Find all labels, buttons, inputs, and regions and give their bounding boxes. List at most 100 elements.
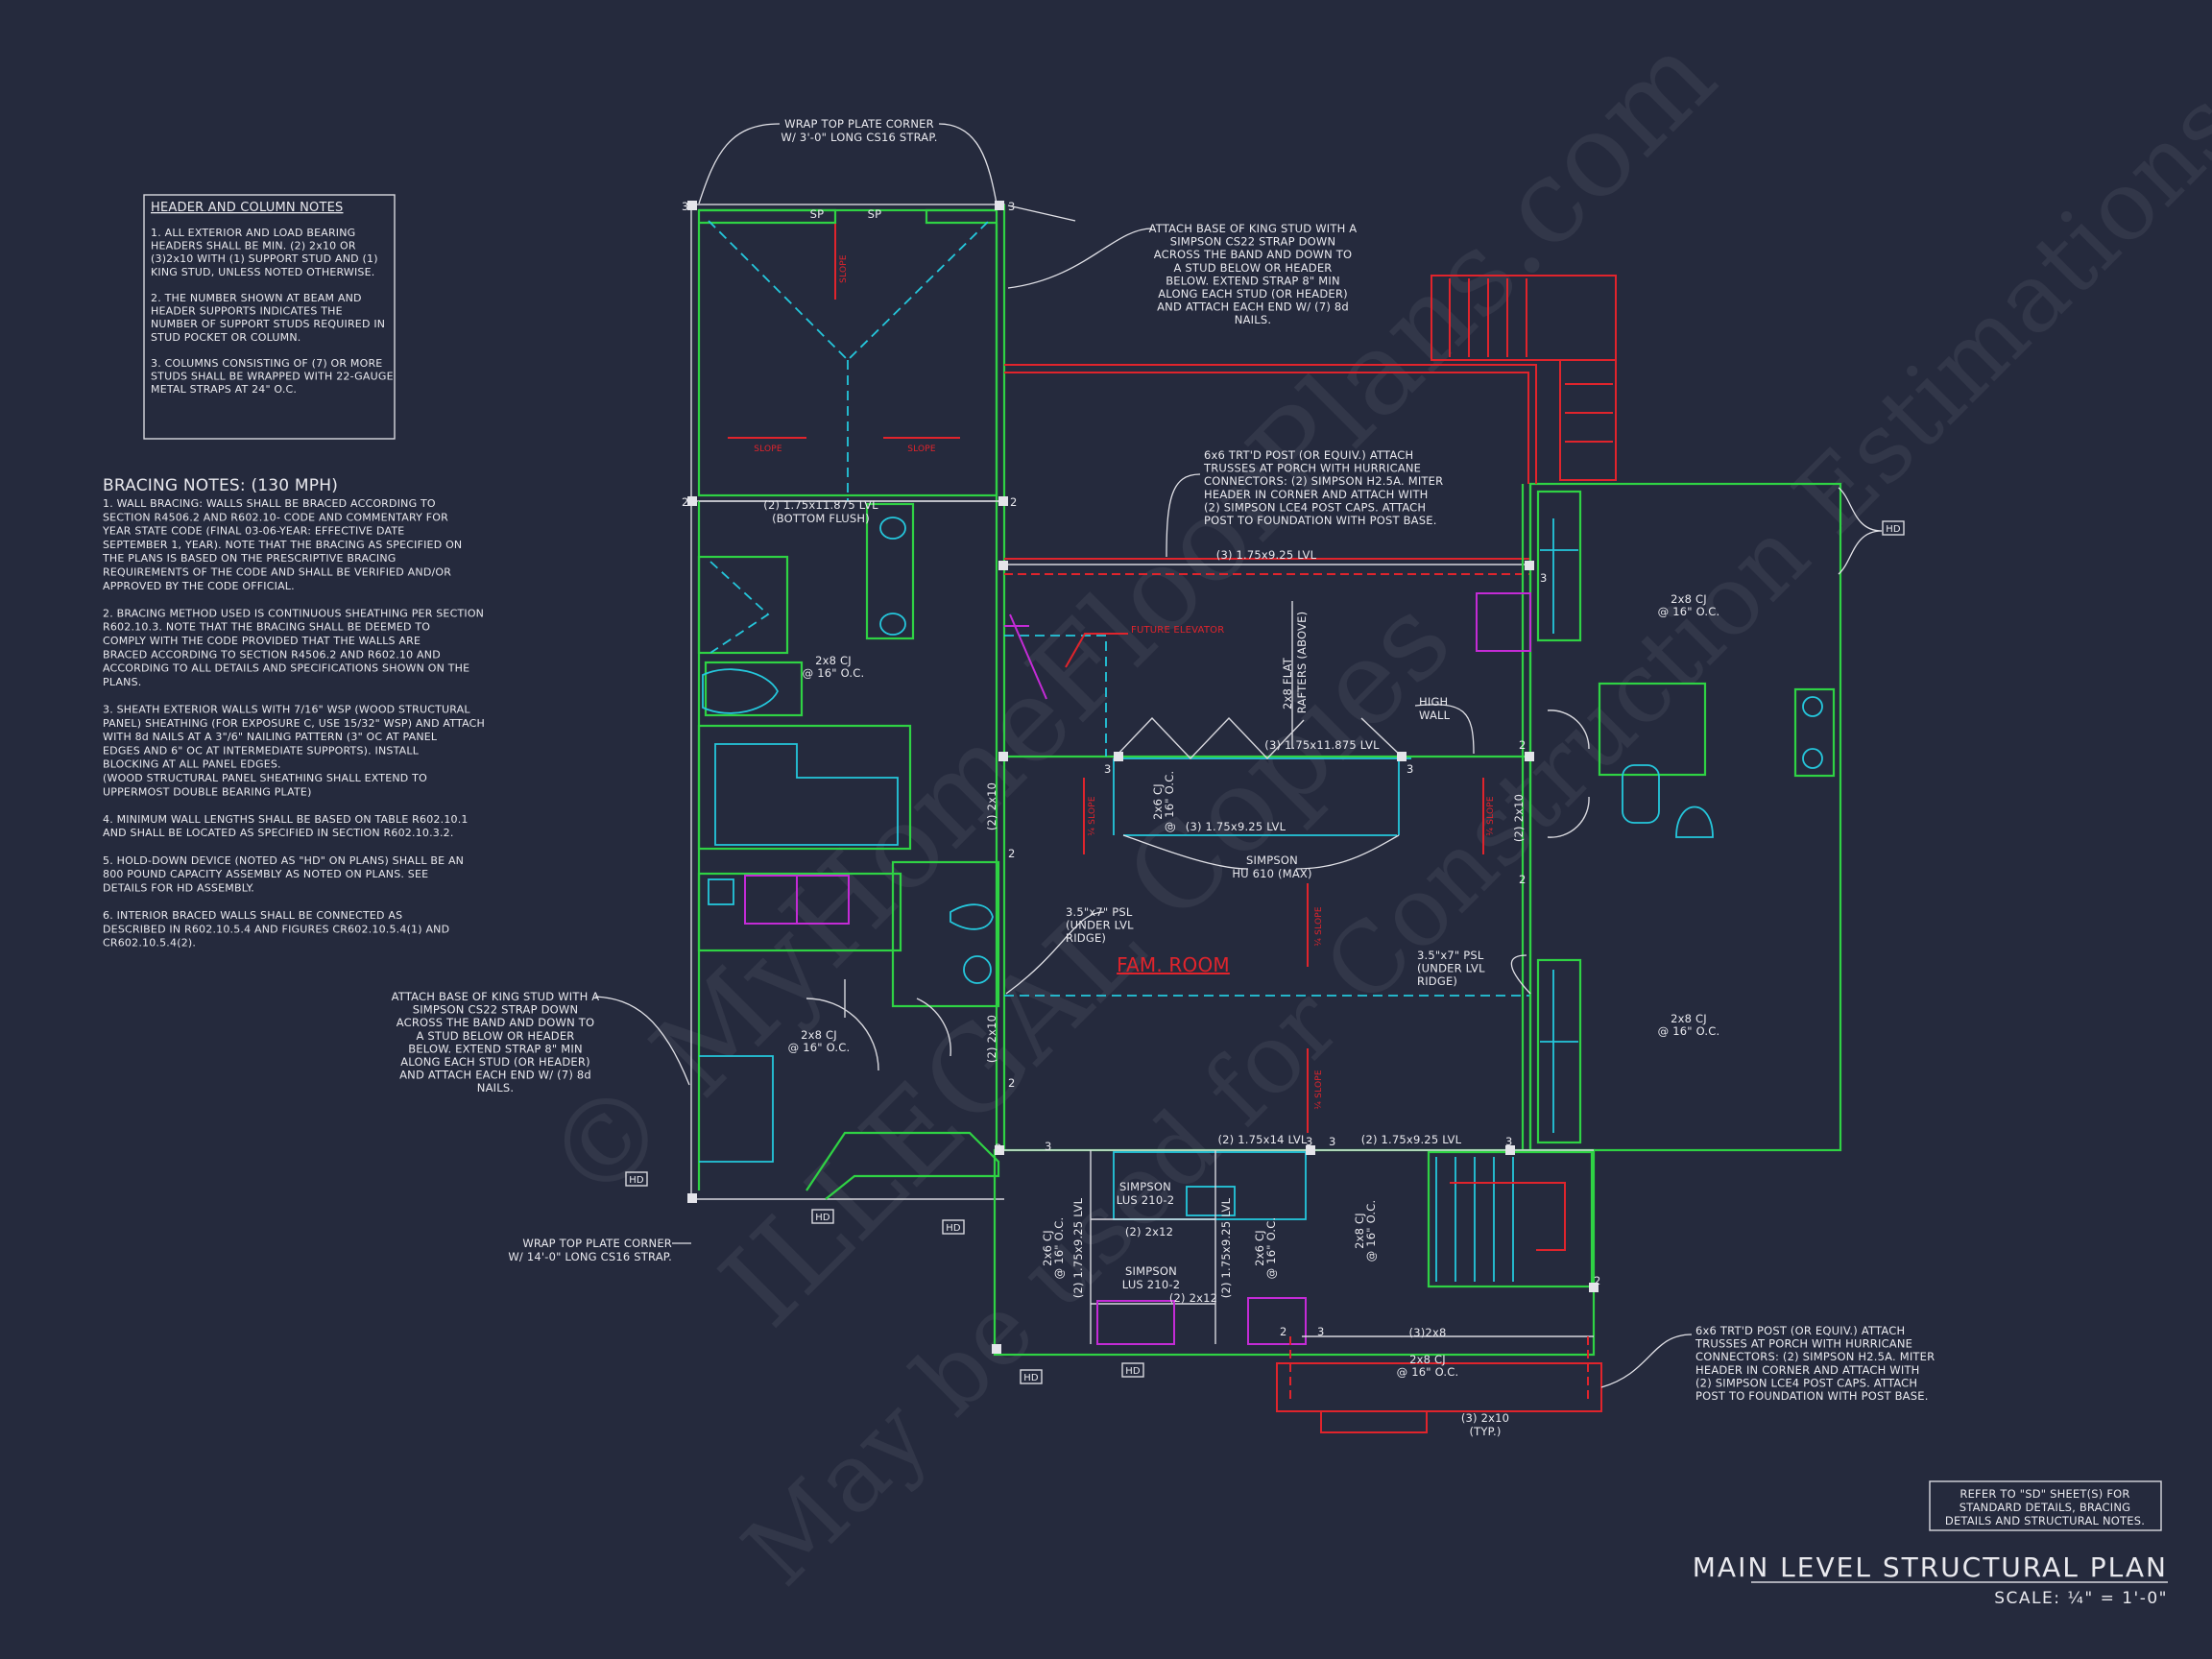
porch-post-callout: TRUSSES AT PORCH WITH HURRICANE — [1203, 462, 1421, 475]
hold-down-tag-box — [811, 1209, 834, 1224]
hold-down-tag: HD — [815, 1213, 830, 1223]
bracing-note-line: CR602.10.5.4(2). — [103, 937, 196, 950]
header-notes-box — [143, 194, 396, 440]
header-label: (2) 2x10 — [1512, 794, 1526, 842]
hold-down-tag: HD — [1886, 524, 1901, 535]
king-stud-callout: ALONG EACH STUD (OR HEADER) — [1158, 287, 1348, 301]
bracing-note-line: UPPERMOST DOUBLE BEARING PLATE) — [103, 785, 312, 798]
bracing-note-line: AND SHALL BE LOCATED AS SPECIFIED IN SEC… — [103, 827, 454, 839]
stud-count: 2 — [1519, 738, 1527, 752]
king-stud-callout: AND ATTACH EACH END W/ (7) 8d — [1157, 301, 1349, 314]
refer-note-line-3: DETAILS AND STRUCTURAL NOTES. — [1945, 1514, 2145, 1527]
stud-count: 3 — [682, 200, 689, 213]
bracing-note-line: 4. MINIMUM WALL LENGTHS SHALL BE BASED O… — [103, 813, 469, 826]
joist-label: 2x8 CJ — [1671, 1012, 1707, 1025]
porch-post-callout: 6x6 TRT'D POST (OR EQUIV.) ATTACH — [1695, 1324, 1905, 1337]
joist-label: 2x6 CJ — [1151, 783, 1165, 820]
bracing-note-line: 1. WALL BRACING: WALLS SHALL BE BRACED A… — [103, 497, 436, 510]
wrap-bottom-callout: WRAP TOP PLATE CORNER — [522, 1237, 672, 1250]
stud-count: 2 — [1594, 1274, 1601, 1287]
high-wall-callout: HIGH — [1419, 695, 1448, 709]
slope-label: ¼ SLOPE — [1486, 796, 1496, 836]
wrap-bottom-callout: W/ 14'-0" LONG CS16 STRAP. — [508, 1250, 672, 1263]
leader-lines — [594, 123, 1883, 1388]
header-note-line: NUMBER OF SUPPORT STUDS REQUIRED IN — [151, 318, 385, 330]
bracing-note-line: COMPLY WITH THE CODE PROVIDED THAT THE W… — [103, 635, 421, 647]
king-stud-callout: ALONG EACH STUD (OR HEADER) — [400, 1055, 590, 1069]
beam-label: (2) 1.75x14 LVL — [1217, 1133, 1307, 1146]
joist-label: 2x8 CJ — [801, 1028, 837, 1042]
bracing-note-line: 5. HOLD-DOWN DEVICE (NOTED AS "HD" ON PL… — [103, 854, 464, 867]
bracing-note-line: SEPTEMBER 1, YEAR). NOTE THAT THE BRACIN… — [103, 539, 462, 551]
header-label: (3) 2x10 — [1461, 1411, 1509, 1425]
bottom-flush-label: (BOTTOM FLUSH) — [772, 512, 870, 525]
psl-callout: 3.5"x7" PSL — [1417, 949, 1484, 962]
header-note-line: STUD POCKET OR COLUMN. — [151, 331, 301, 344]
bracing-note-line: WITH 8d NAILS AT A 3"/6" NAILING PATTERN… — [103, 731, 438, 743]
bracing-note-line: DESCRIBED IN R602.10.5.4 AND FIGURES CR6… — [103, 923, 449, 935]
beam-label: (3) 1.75x9.25 LVL — [1216, 548, 1317, 562]
bracing-note-line: ACCORDING TO ALL DETAILS AND SPECIFICATI… — [103, 662, 469, 675]
porch-post-callout: CONNECTORS: (2) SIMPSON H2.5A. MITER — [1204, 474, 1443, 488]
joist-label: @ 16" O.C. — [788, 1041, 851, 1054]
joist-label: 2x8 CJ — [1671, 592, 1707, 606]
header-label: (2) 2x10 — [985, 782, 998, 830]
header-note-line: HEADERS SHALL BE MIN. (2) 2x10 OR — [151, 240, 356, 252]
porch-post-callout: HEADER IN CORNER AND ATTACH WITH — [1695, 1363, 1920, 1377]
hold-down-tag: HD — [629, 1175, 644, 1186]
slope-label: ¼ SLOPE — [1314, 906, 1324, 947]
beam-label: (3) 1.75x9.25 LVL — [1186, 820, 1286, 833]
simpson-hu-callout: SIMPSON — [1246, 854, 1298, 867]
simpson-hu-callout: HU 610 (MAX) — [1232, 867, 1311, 880]
stud-count: 3 — [1008, 200, 1016, 213]
joist-label: @ 16" O.C. — [1397, 1365, 1459, 1379]
hold-down-tag-box — [625, 1171, 648, 1187]
stud-count: 3 — [1045, 1140, 1052, 1153]
porch-post-callout: CONNECTORS: (2) SIMPSON H2.5A. MITER — [1695, 1350, 1935, 1363]
joist-label: @ 16" O.C. — [1264, 1217, 1278, 1280]
joist-label: @ 16" O.C. — [1052, 1217, 1066, 1280]
plan-label: SP — [810, 207, 825, 221]
header-note-line: 2. THE NUMBER SHOWN AT BEAM AND — [151, 292, 362, 304]
simpson-lus-callout: LUS 210-2 — [1117, 1193, 1174, 1207]
header-note-line: KING STUD, UNLESS NOTED OTHERWISE. — [151, 266, 374, 278]
rafter-label: RAFTERS (ABOVE) — [1295, 612, 1309, 714]
bracing-note-line: REQUIREMENTS OF THE CODE AND SHALL BE VE… — [103, 566, 451, 579]
hold-down-tag-box — [1882, 520, 1905, 536]
simpson-lus-callout: SIMPSON — [1125, 1264, 1177, 1278]
stud-count: 2 — [1519, 873, 1527, 886]
stud-count: 3 — [1317, 1325, 1325, 1338]
bottom-flush-label: (2) 1.75x11.875 LVL — [763, 498, 878, 512]
stud-count: 3 — [1407, 762, 1414, 776]
sheet-title: MAIN LEVEL STRUCTURAL PLAN — [1693, 1551, 2168, 1583]
king-stud-callout: NAILS. — [1235, 313, 1271, 326]
beam-label: (2) 1.75x9.25 LVL — [1219, 1197, 1233, 1298]
simpson-lus-callout: SIMPSON — [1119, 1180, 1171, 1193]
joist-label: @ 16" O.C. — [1658, 605, 1720, 618]
rafter-label: 2x8 FLAT — [1281, 657, 1294, 709]
porch-post-callout: POST TO FOUNDATION WITH POST BASE. — [1204, 514, 1437, 527]
king-stud-callout: SIMPSON CS22 STRAP DOWN — [413, 1003, 579, 1017]
header-label: (2) 2x12 — [1125, 1225, 1173, 1238]
beam-label: (2) 1.75x9.25 LVL — [1361, 1133, 1462, 1146]
plan-label: SP — [868, 207, 882, 221]
header-note-line: (3)2x10 WITH (1) SUPPORT STUD AND (1) — [151, 252, 378, 265]
bracing-note-line: R602.10.3. NOTE THAT THE BRACING SHALL B… — [103, 621, 430, 634]
king-stud-callout: AND ATTACH EACH END W/ (7) 8d — [399, 1069, 591, 1082]
slope-label: ¼ SLOPE — [1088, 796, 1097, 836]
porch-post-callout: HEADER IN CORNER AND ATTACH WITH — [1204, 488, 1429, 501]
bracing-note-line: 6. INTERIOR BRACED WALLS SHALL BE CONNEC… — [103, 909, 402, 922]
joist-label: 2x8 CJ — [1409, 1353, 1446, 1366]
wrap-top-callout: W/ 3'-0" LONG CS16 STRAP. — [781, 131, 937, 144]
bracing-note-line: PLANS. — [103, 676, 141, 688]
stud-count: 3 — [995, 1142, 1002, 1155]
king-stud-callout: A STUD BELOW OR HEADER — [1174, 261, 1333, 275]
bracing-notes-heading: BRACING NOTES: (130 MPH) — [103, 476, 338, 495]
porch-post-callout: TRUSSES AT PORCH WITH HURRICANE — [1695, 1337, 1912, 1351]
joist-label: @ 16" O.C. — [1163, 771, 1176, 833]
slope-label: ¼ SLOPE — [1314, 1070, 1324, 1110]
psl-callout: RIDGE) — [1417, 974, 1457, 988]
beam-label: (3) 1.75x11.875 LVL — [1264, 738, 1380, 752]
